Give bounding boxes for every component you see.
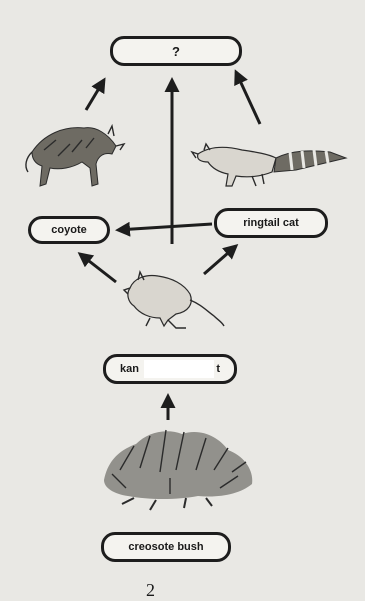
coyote-label: coyote: [51, 224, 86, 236]
arrow-ringtail-to-top: [236, 72, 260, 124]
arrow-ringtail-to-coyote: [118, 224, 212, 230]
kangaroo-rat-label-left: kan: [120, 363, 139, 375]
creosote-bush-label: creosote bush: [128, 541, 203, 553]
arrow-coyote-to-top: [86, 80, 104, 110]
coyote-illustration: [26, 126, 124, 186]
kangaroo-rat-box: kan t: [103, 354, 237, 384]
kangaroo-rat-illustration: [124, 272, 224, 328]
ringtail-cat-box: ringtail cat: [214, 208, 328, 238]
creosote-bush-illustration: [104, 430, 252, 510]
ringtail-cat-illustration: [192, 144, 346, 186]
redacted-text-patch: [144, 360, 214, 378]
ringtail-cat-label: ringtail cat: [243, 217, 299, 229]
unknown-consumer-box: ?: [110, 36, 242, 66]
kangaroo-rat-label-right: t: [216, 363, 220, 375]
arrow-rat-to-ringtail: [204, 246, 236, 274]
coyote-box: coyote: [28, 216, 110, 244]
unknown-consumer-label: ?: [172, 44, 180, 59]
creosote-bush-box: creosote bush: [101, 532, 231, 562]
arrow-rat-to-coyote: [80, 254, 116, 282]
